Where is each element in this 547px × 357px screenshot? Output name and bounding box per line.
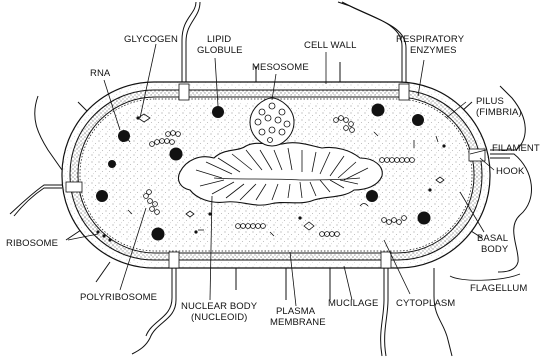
label-glycogen: GLYCOGEN — [124, 34, 178, 45]
label-filament: FILAMENT — [492, 143, 540, 154]
label-lipid-globule-line1: LIPID — [207, 34, 231, 45]
label-pilus-line1: PILUS — [476, 96, 504, 107]
label-nuclear-body-line1: NUCLEAR BODY — [181, 301, 258, 312]
label-cytoplasm: CYTOPLASM — [396, 298, 455, 309]
label-plasma-membrane-line2: MEMBRANE — [270, 317, 326, 328]
label-flagellum: FLAGELLUM — [470, 283, 527, 294]
label-basal-body-line2: BODY — [481, 244, 509, 255]
label-basal-body-line1: BASAL — [477, 233, 508, 244]
label-polyribosome: POLYRIBOSOME — [80, 292, 157, 303]
label-respiratory-enzymes-line2: ENZYMES — [410, 45, 457, 56]
label-mucilage: MUCILAGE — [328, 298, 378, 309]
label-plasma-membrane-line1: PLASMA — [276, 306, 316, 317]
label-rna: RNA — [90, 68, 111, 79]
label-nuclear-body-line2: (NUCLEOID) — [191, 312, 247, 323]
label-cell-wall: CELL WALL — [304, 40, 356, 51]
label-lipid-globule-line2: GLOBULE — [197, 45, 243, 56]
label-ribosome: RIBOSOME — [6, 238, 58, 249]
label-respiratory-enzymes-line1: RESPIRATORY — [396, 34, 465, 45]
label-hook: HOOK — [496, 166, 525, 177]
label-pilus-line2: (FIMBRIA) — [476, 107, 522, 118]
label-mesosome: MESOSOME — [252, 62, 309, 73]
